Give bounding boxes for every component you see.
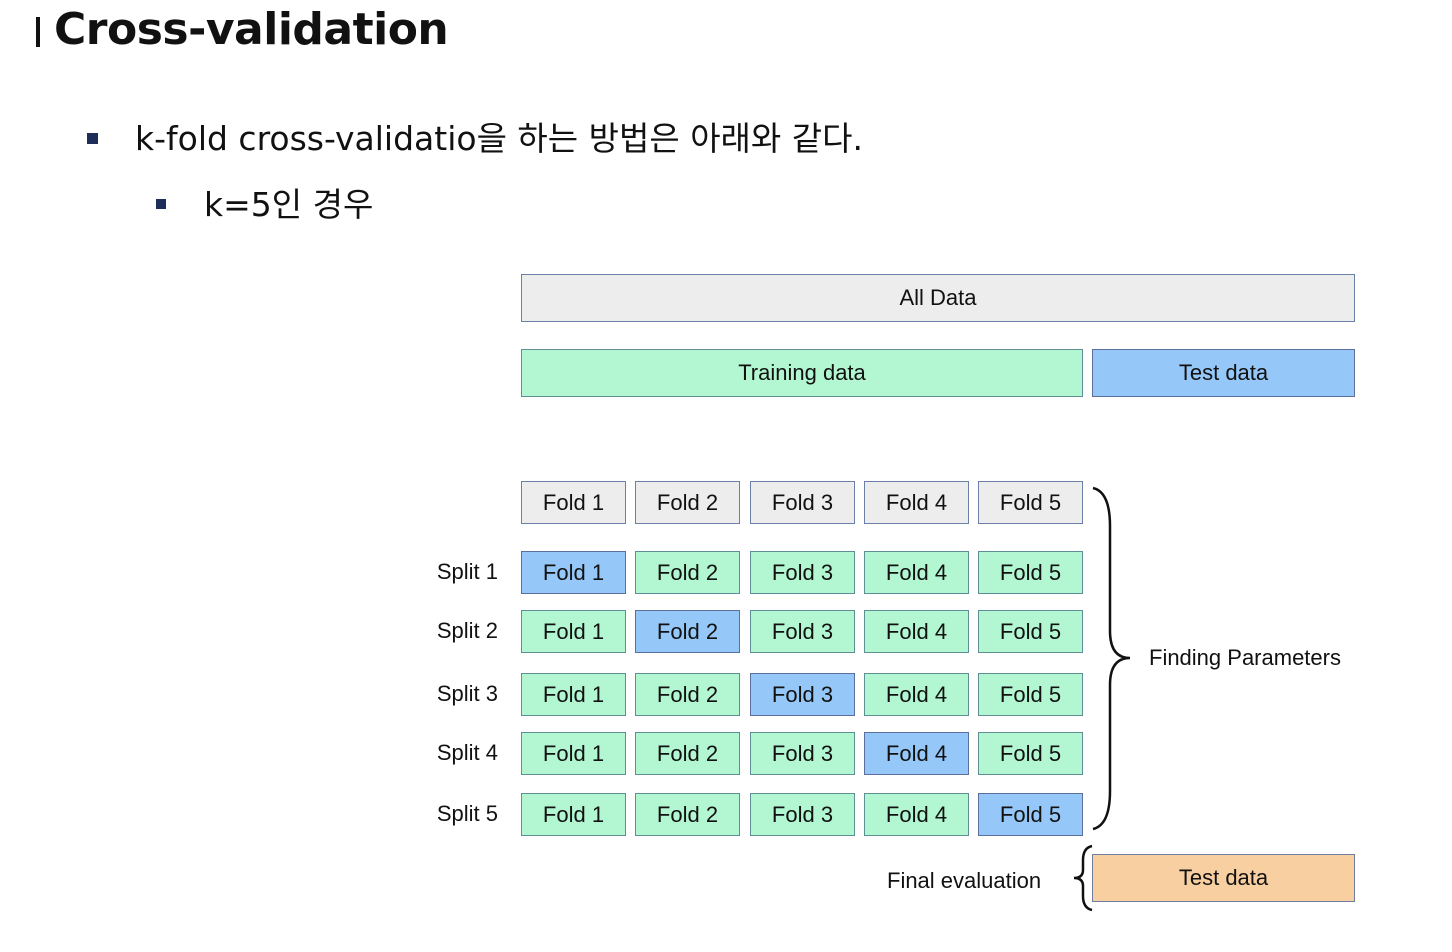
- split-1-fold-4-train: Fold 4: [864, 551, 969, 594]
- split-4-fold-2-train: Fold 2: [635, 732, 740, 775]
- split-4-fold-1-train: Fold 1: [521, 732, 626, 775]
- split-3-fold-4-train: Fold 4: [864, 673, 969, 716]
- split-1-fold-3-train: Fold 3: [750, 551, 855, 594]
- split-5-fold-5-test: Fold 5: [978, 793, 1083, 836]
- split-3-fold-2-train: Fold 2: [635, 673, 740, 716]
- bullet-row-1: k-fold cross-validatio을 하는 방법은 아래와 같다.: [87, 118, 863, 158]
- split-1-fold-1-test: Fold 1: [521, 551, 626, 594]
- split-1-fold-5-train: Fold 5: [978, 551, 1083, 594]
- all-data-box: All Data: [521, 274, 1355, 322]
- bullet-text-1: k-fold cross-validatio을 하는 방법은 아래와 같다.: [135, 118, 863, 158]
- slide-title: Cross-validation: [54, 4, 449, 55]
- header-fold-1: Fold 1: [521, 481, 626, 524]
- title-accent-bar: [36, 17, 40, 47]
- split-label-3: Split 3: [436, 681, 498, 706]
- split-3-fold-3-test: Fold 3: [750, 673, 855, 716]
- header-fold-5: Fold 5: [978, 481, 1083, 524]
- final-test-data-box: Test data: [1092, 854, 1355, 902]
- finding-parameters-label: Finding Parameters: [1149, 645, 1341, 670]
- square-bullet-icon: [156, 199, 166, 209]
- split-3-fold-5-train: Fold 5: [978, 673, 1083, 716]
- final-evaluation-label: Final evaluation: [887, 868, 1042, 893]
- split-4-fold-4-test: Fold 4: [864, 732, 969, 775]
- split-5-fold-3-train: Fold 3: [750, 793, 855, 836]
- training-data-box: Training data: [521, 349, 1083, 397]
- split-2-fold-2-test: Fold 2: [635, 610, 740, 653]
- final-evaluation-brace-icon: [1073, 844, 1093, 912]
- header-fold-3: Fold 3: [750, 481, 855, 524]
- slide-title-wrap: Cross-validation: [36, 0, 449, 60]
- bullet-row-2: k=5인 경우: [156, 184, 373, 224]
- split-label-2: Split 2: [436, 618, 498, 643]
- split-2-fold-1-train: Fold 1: [521, 610, 626, 653]
- finding-parameters-brace-icon: [1092, 486, 1131, 831]
- split-label-4: Split 4: [436, 740, 498, 765]
- split-4-fold-5-train: Fold 5: [978, 732, 1083, 775]
- split-5-fold-4-train: Fold 4: [864, 793, 969, 836]
- split-label-1: Split 1: [436, 559, 498, 584]
- split-2-fold-4-train: Fold 4: [864, 610, 969, 653]
- split-5-fold-1-train: Fold 1: [521, 793, 626, 836]
- split-2-fold-3-train: Fold 3: [750, 610, 855, 653]
- split-label-5: Split 5: [436, 801, 498, 826]
- split-2-fold-5-train: Fold 5: [978, 610, 1083, 653]
- header-fold-2: Fold 2: [635, 481, 740, 524]
- split-3-fold-1-train: Fold 1: [521, 673, 626, 716]
- split-1-fold-2-train: Fold 2: [635, 551, 740, 594]
- split-4-fold-3-train: Fold 3: [750, 732, 855, 775]
- square-bullet-icon: [87, 132, 98, 144]
- split-5-fold-2-train: Fold 2: [635, 793, 740, 836]
- bullet-text-2: k=5인 경우: [204, 184, 374, 224]
- header-fold-4: Fold 4: [864, 481, 969, 524]
- test-data-box: Test data: [1092, 349, 1355, 397]
